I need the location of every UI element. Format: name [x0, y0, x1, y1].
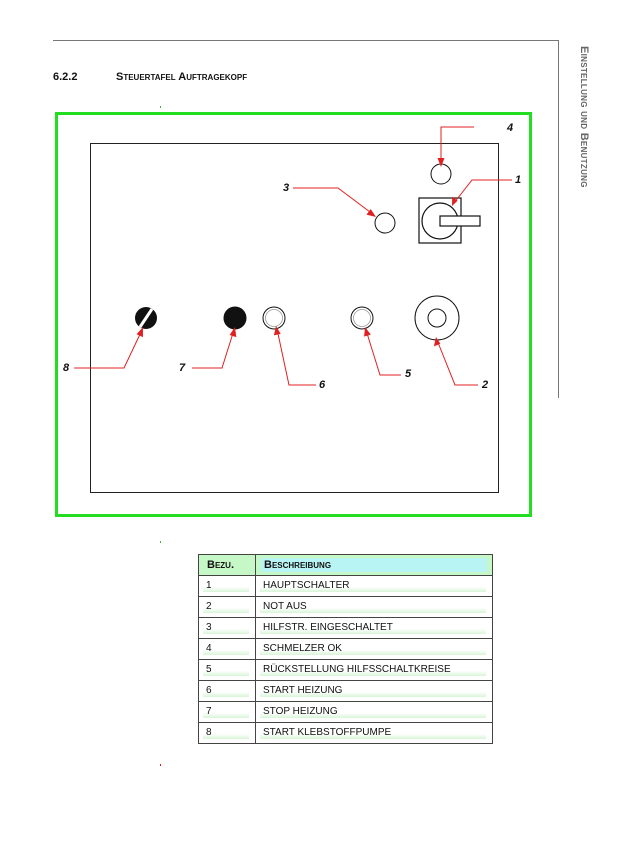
leader-6 [276, 328, 316, 386]
hauptschalter-switch [418, 197, 481, 244]
row-desc: RÜCKSTELLUNG HILFSSCHALTKREISE [255, 659, 493, 681]
table-row: 5 RÜCKSTELLUNG HILFSSCHALTKREISE [198, 659, 493, 681]
leader-5 [365, 329, 401, 376]
table-row: 4 SCHMELZER OK [198, 638, 493, 660]
section-title: Steuertafel Auftragekopf [116, 71, 248, 83]
leader-7 [192, 329, 235, 369]
row-desc: HILFSTR. EINGESCHALTET [255, 617, 493, 639]
side-rule [558, 40, 559, 398]
leader-lines [74, 126, 512, 386]
table-row: 1 HAUPTSCHALTER [198, 575, 493, 597]
leader-2 [436, 339, 478, 386]
start-heizung-button [262, 306, 286, 330]
legend-table: Bezu. Beschreibung 1 HAUPTSCHALTER 2 NOT… [198, 554, 493, 744]
callout-3: 3 [283, 182, 289, 194]
row-bez: 7 [198, 701, 256, 723]
callout-4: 4 [506, 122, 513, 134]
row-desc: NOT AUS [255, 596, 493, 618]
row-desc: STOP HEIZUNG [255, 701, 493, 723]
callout-1: 1 [515, 174, 521, 186]
control-panel-board [90, 143, 499, 493]
not-aus-button [414, 295, 460, 341]
leader-1 [453, 179, 512, 204]
table-row: 7 STOP HEIZUNG [198, 701, 493, 723]
callout-8: 8 [63, 362, 70, 374]
leader-4 [440, 126, 474, 164]
leader-8 [74, 329, 143, 369]
start-klebstoffpumpe-selector [135, 307, 157, 329]
row-bez: 4 [198, 638, 256, 660]
row-bez: 8 [198, 722, 256, 744]
row-desc: START HEIZUNG [255, 680, 493, 702]
side-chapter-title: Einstellung und Benutzung [578, 46, 590, 188]
table-row: 6 START HEIZUNG [198, 680, 493, 702]
callout-5: 5 [405, 368, 412, 380]
callout-6: 6 [319, 379, 326, 391]
artifact-mark [160, 106, 161, 108]
header-bezu: Bezu. [198, 554, 256, 576]
row-bez: 1 [198, 575, 256, 597]
leader-arrowheads [136, 158, 458, 347]
legend-header-row: Bezu. Beschreibung [198, 554, 493, 576]
table-row: 3 HILFSTR. EINGESCHALTET [198, 617, 493, 639]
header-beschreibung: Beschreibung [255, 554, 493, 576]
row-bez: 3 [198, 617, 256, 639]
stop-heizung-button [223, 306, 247, 330]
top-rule [53, 40, 559, 41]
rueckstellung-button [350, 306, 374, 330]
callout-7: 7 [179, 362, 186, 374]
table-row: 8 START KLEBSTOFFPUMPE [198, 722, 493, 744]
row-desc: HAUPTSCHALTER [255, 575, 493, 597]
row-desc: SCHMELZER OK [255, 638, 493, 660]
leader-3 [293, 187, 375, 216]
artifact-mark [160, 764, 161, 766]
section-number: 6.2.2 [53, 71, 78, 83]
row-desc: START KLEBSTOFFPUMPE [255, 722, 493, 744]
table-row: 2 NOT AUS [198, 596, 493, 618]
hilfstr-eingeschaltet-lamp [374, 212, 396, 234]
row-bez: 5 [198, 659, 256, 681]
row-bez: 6 [198, 680, 256, 702]
artifact-mark [160, 541, 161, 543]
control-panel-frame [55, 112, 532, 517]
callout-2: 2 [481, 379, 488, 391]
row-bez: 2 [198, 596, 256, 618]
